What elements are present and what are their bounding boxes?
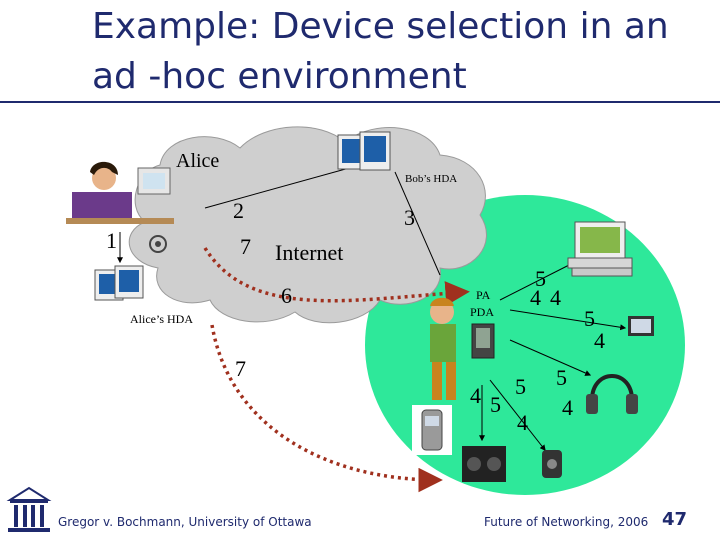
computer-step-4b-label: 4 — [550, 285, 561, 310]
pda-label: PDA — [470, 305, 495, 319]
headphones-icon — [586, 374, 638, 414]
slide-title: Example: Device selection in an ad -hoc … — [92, 6, 669, 97]
stereo-step-5-label: 5 — [490, 392, 501, 417]
pa-label: PA — [476, 288, 491, 302]
internet-label: Internet — [275, 240, 344, 265]
step-7-lower-label: 7 — [235, 356, 246, 381]
alice-hda-label: Alice’s HDA — [130, 312, 193, 326]
phone-icon — [149, 235, 167, 253]
monitor-icon — [628, 316, 654, 336]
desktop-computer-icon — [567, 221, 633, 277]
computer-step-4a-label: 4 — [530, 285, 541, 310]
alice-figure — [66, 161, 174, 224]
stereo-step-4-label: 4 — [470, 383, 481, 408]
bob-hda-label: Bob’s HDA — [405, 173, 458, 185]
link-pa-to-headphones — [509, 339, 592, 376]
speaker-step-4-label: 4 — [517, 410, 528, 435]
footer-author: Gregor v. Bochmann, University of Ottawa — [58, 515, 312, 529]
headphones-step-5-label: 5 — [556, 365, 567, 390]
link-pa-to-speaker — [489, 379, 546, 451]
headphones-step-4-label: 4 — [562, 395, 573, 420]
pda-device-icon — [471, 323, 495, 359]
alice-hda-icon — [94, 265, 144, 301]
link-alice-to-bob-hda — [204, 164, 361, 209]
step-3-label: 3 — [404, 205, 415, 230]
step-7-upper-label: 7 — [240, 234, 251, 259]
page-number: 47 — [662, 509, 688, 530]
speaker-icon — [542, 450, 562, 478]
computer-step-5-label: 5 — [535, 266, 546, 291]
dotted-path-upper — [203, 247, 470, 306]
university-logo-icon — [6, 486, 52, 532]
link-pa-to-computer — [499, 261, 577, 301]
title-divider — [0, 101, 720, 103]
alice-label: Alice — [176, 150, 220, 172]
footer-event: Future of Networking, 2006 — [484, 515, 649, 529]
monitor-step-4-label: 4 — [594, 328, 605, 353]
mobile-phone-icon — [412, 405, 452, 455]
bob-hda-icon — [337, 131, 391, 171]
speaker-step-5-label: 5 — [515, 374, 526, 399]
stereo-icon — [462, 446, 506, 482]
monitor-step-5-label: 5 — [584, 306, 595, 331]
link-bob-hda-to-network — [394, 171, 441, 276]
link-pa-to-monitor — [509, 309, 627, 331]
step-6-label: 6 — [281, 283, 292, 308]
step-2-label: 2 — [233, 198, 244, 223]
person-with-pda-icon — [430, 297, 456, 400]
step-1-label: 1 — [106, 228, 117, 253]
